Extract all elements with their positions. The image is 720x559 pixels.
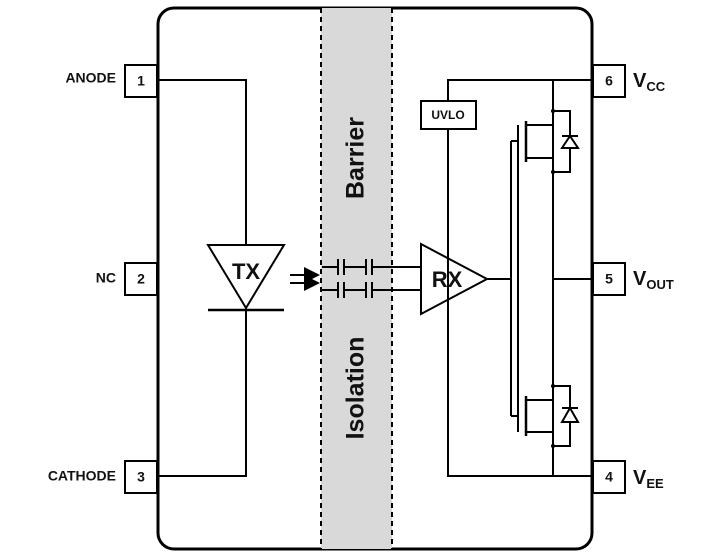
pin-2-name: NC (96, 270, 116, 286)
capacitor-channel-bottom (322, 282, 421, 298)
tx-label: TX (232, 259, 260, 284)
isolation-barrier: Barrier Isolation (320, 8, 393, 549)
high-side-mosfet (511, 109, 580, 174)
supply-rails (447, 79, 592, 477)
pin-6-subscript: CC (646, 79, 665, 94)
pin-6-number: 6 (605, 73, 613, 89)
uvlo-block: UVLO (420, 100, 477, 130)
pin-4: 4 VEE (592, 460, 664, 494)
uvlo-label: UVLO (431, 108, 464, 122)
pin-1-name: ANODE (65, 70, 116, 86)
barrier-label: Barrier (342, 117, 370, 199)
pin-3: 3 CATHODE (48, 460, 158, 494)
pin-4-name: V (633, 467, 647, 489)
low-side-mosfet (511, 384, 580, 448)
isolation-label: Isolation (342, 337, 370, 440)
tx-transmitter: TX (206, 244, 320, 312)
svg-text:VCC: VCC (633, 70, 666, 94)
pin-6: 6 VCC (592, 64, 666, 98)
pin-5-number: 5 (605, 271, 613, 287)
svg-text:VOUT: VOUT (633, 268, 674, 292)
pin-3-number: 3 (137, 469, 145, 485)
pin-5-name: V (633, 268, 647, 290)
pin-1: 1 ANODE (65, 64, 158, 98)
svg-text:VEE: VEE (633, 467, 664, 491)
pin-6-name: V (633, 70, 647, 92)
capacitor-channel-top (322, 259, 421, 275)
pin-4-number: 4 (605, 469, 613, 485)
pin-5: 5 VOUT (592, 262, 674, 296)
input-wiring (158, 79, 247, 477)
pin-4-subscript: EE (646, 476, 664, 491)
pin-2: 2 NC (96, 262, 158, 296)
pin-3-name: CATHODE (48, 468, 116, 484)
pin-1-number: 1 (137, 73, 145, 89)
pin-2-number: 2 (137, 271, 145, 287)
pin-5-subscript: OUT (646, 277, 674, 292)
